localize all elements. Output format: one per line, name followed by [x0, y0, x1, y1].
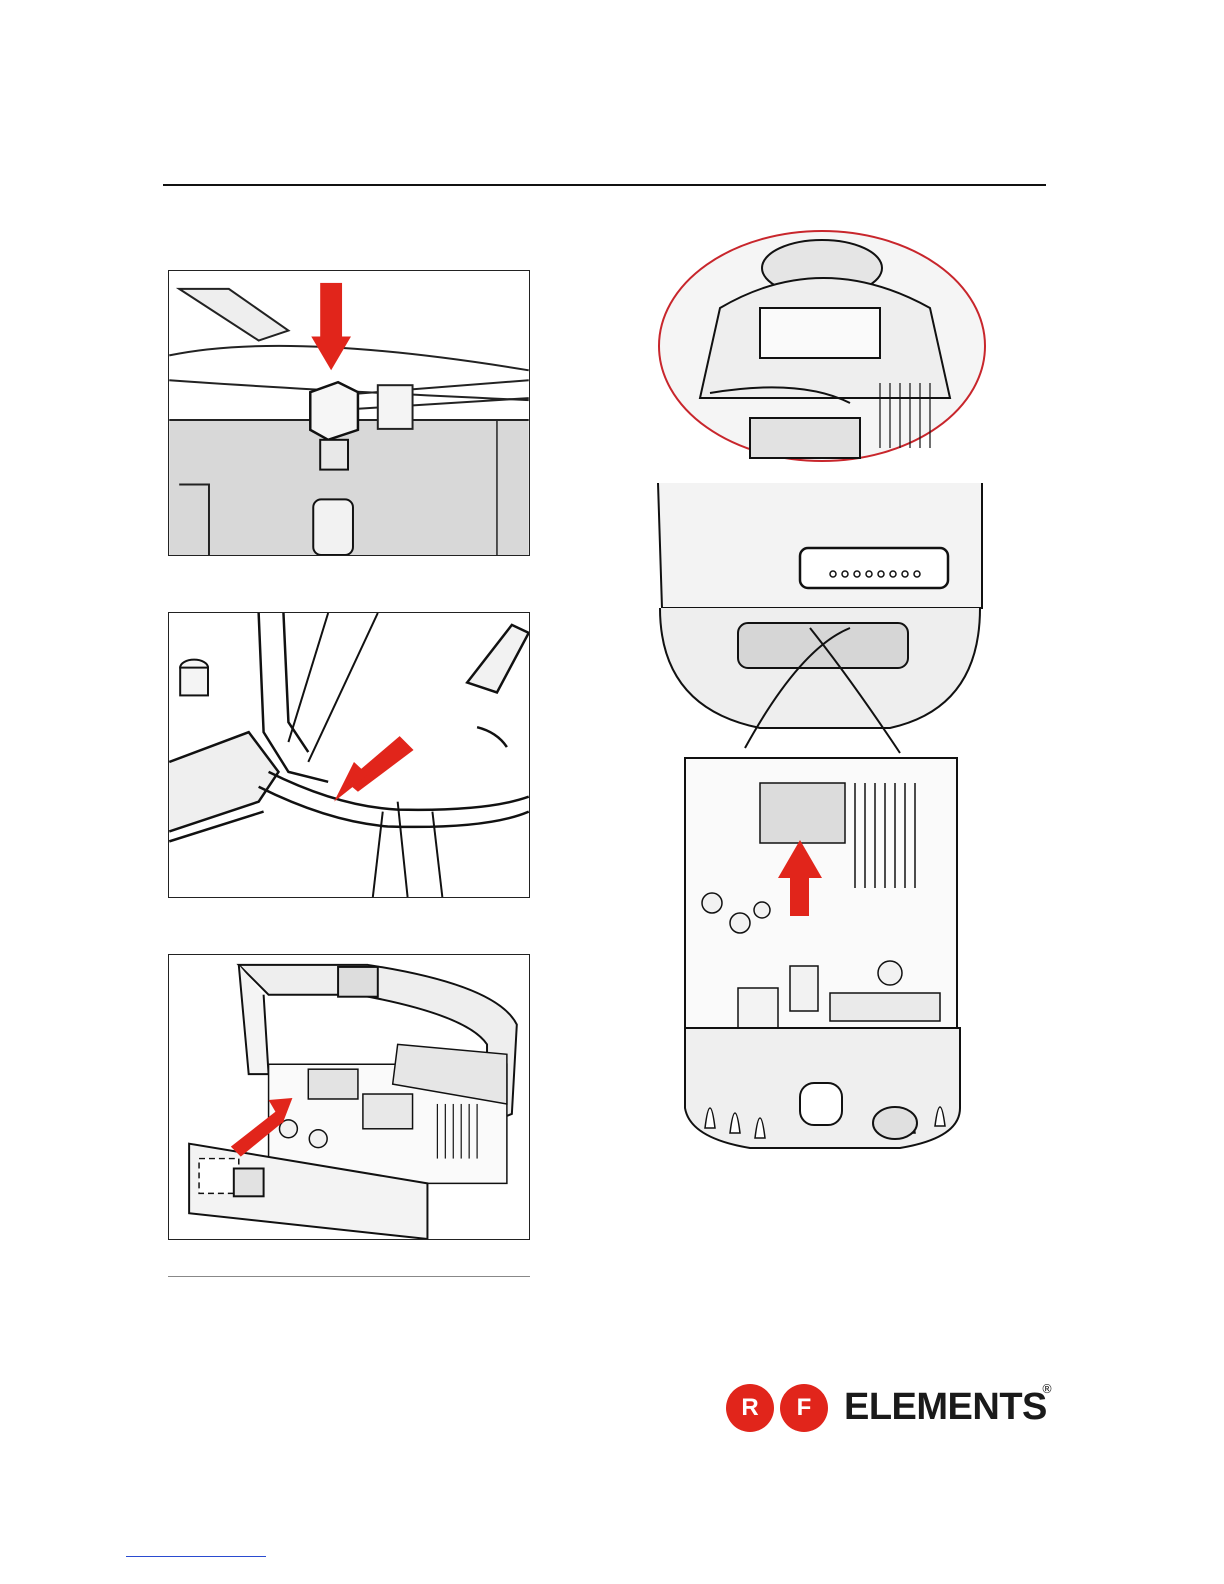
logo-wordmark: ELEMENTS [844, 1384, 1047, 1430]
cable-routing-illustration [169, 613, 529, 897]
header-rule [163, 184, 1046, 186]
rf-elements-logo: R F ELEMENTS ® [726, 1378, 1056, 1440]
figure-enclosure-assembly [650, 228, 995, 1168]
down-arrow-shaft [320, 283, 342, 341]
connector-illustration [169, 271, 529, 555]
section-rule [168, 1276, 530, 1277]
registered-mark: ® [1041, 1382, 1053, 1396]
logo-f-badge: F [780, 1384, 828, 1432]
down-arrow-icon [311, 337, 351, 371]
footer-link-underline[interactable] [126, 1556, 266, 1557]
board-insertion-illustration [169, 955, 529, 1239]
figure-cable-routing [168, 612, 530, 898]
logo-r-badge: R [726, 1384, 774, 1432]
enclosure-illustration [650, 228, 995, 1168]
up-arrow-shaft [790, 876, 809, 916]
figure-connector-closeup [168, 270, 530, 556]
figure-board-insertion [168, 954, 530, 1240]
